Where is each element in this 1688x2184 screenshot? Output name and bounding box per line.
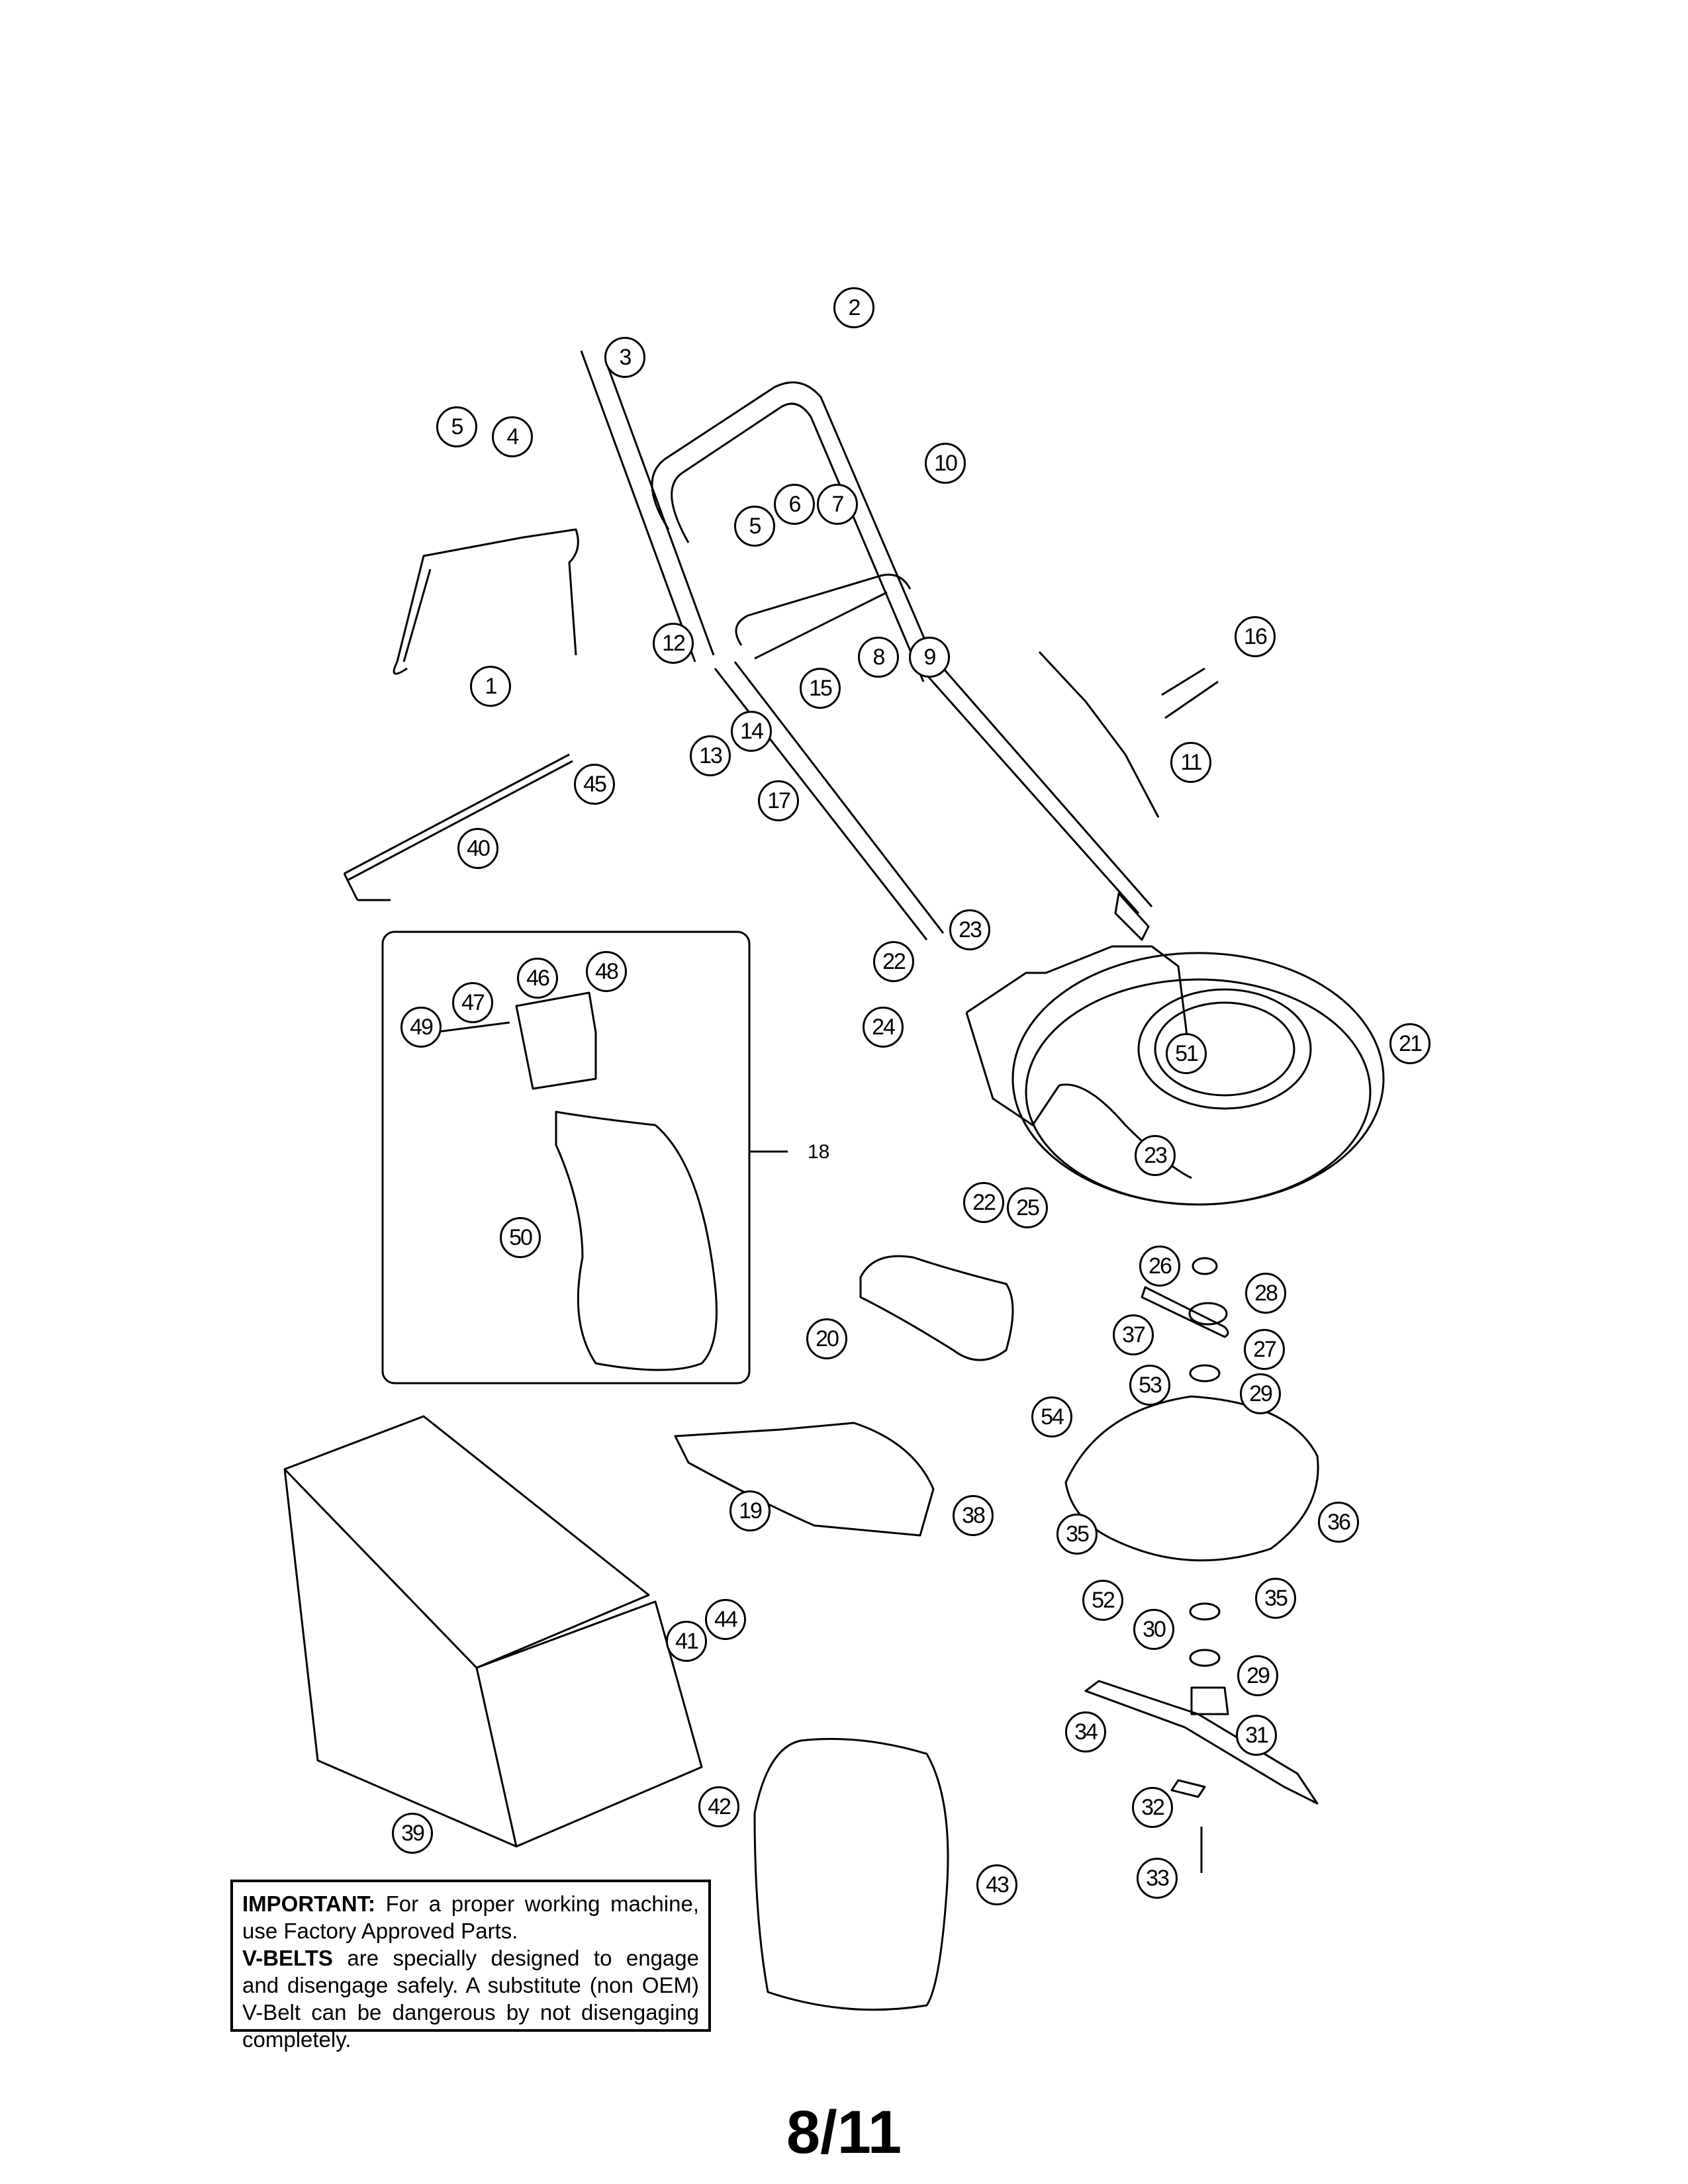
part-callout-29: 29 <box>1237 1655 1278 1696</box>
part-callout-48: 48 <box>586 951 627 992</box>
mulch-plug <box>859 1255 1014 1361</box>
part-callout-53: 53 <box>1129 1365 1170 1406</box>
deck <box>965 945 1385 1206</box>
inset-frame <box>381 931 751 1385</box>
important-notice: IMPORTANT: For a proper working machine,… <box>230 1880 711 2052</box>
part-callout-46: 46 <box>517 958 558 999</box>
page-number: 8/11 <box>786 2099 902 2166</box>
part-callout-40: 40 <box>457 828 498 869</box>
rear-bagger-adapter <box>753 1738 949 2011</box>
part-callout-54: 54 <box>1031 1396 1072 1437</box>
vbelts-text: are specially designed to engage and dis… <box>242 1946 699 2052</box>
part-callout-38: 38 <box>953 1495 994 1536</box>
part-callout-19: 19 <box>729 1490 771 1531</box>
part-callout-39: 39 <box>392 1813 433 1854</box>
part-callout-27: 27 <box>1244 1329 1285 1370</box>
part-callout-4: 4 <box>492 416 533 457</box>
part-callout-47: 47 <box>452 982 493 1023</box>
part-callout-22: 22 <box>963 1182 1004 1223</box>
part-callout-13: 13 <box>690 735 731 776</box>
discharge-chute <box>555 1111 718 1371</box>
part-callout-15: 15 <box>800 668 841 709</box>
control-bail <box>393 528 579 675</box>
part-callout-25: 25 <box>1007 1187 1048 1228</box>
part-callout-16: 16 <box>1235 616 1276 657</box>
vbelts-label: V-BELTS <box>242 1946 333 1970</box>
part-callout-29: 29 <box>1240 1373 1281 1414</box>
zone-cable <box>1038 651 1219 818</box>
part-callout-30: 30 <box>1133 1609 1174 1650</box>
part-callout-14: 14 <box>731 711 772 752</box>
part-callout-45: 45 <box>574 764 615 805</box>
part-callout-42: 42 <box>698 1786 739 1827</box>
part-callout-23: 23 <box>949 909 990 950</box>
part-callout-6: 6 <box>774 484 815 525</box>
shift-rod <box>343 753 573 901</box>
important-label: IMPORTANT: <box>242 1891 376 1916</box>
blade-assembly <box>1064 1257 1319 1873</box>
part-callout-11: 11 <box>1170 742 1211 783</box>
part-callout-21: 21 <box>1389 1023 1430 1064</box>
part-callout-8: 8 <box>858 637 899 678</box>
important-text: For a proper working machine, use Factor… <box>242 1891 699 1943</box>
part-callout-20: 20 <box>806 1318 847 1359</box>
part-callout-35: 35 <box>1255 1578 1296 1619</box>
part-callout-2: 2 <box>833 287 874 328</box>
grass-bag <box>283 1415 703 1848</box>
part-callout-17: 17 <box>758 780 799 821</box>
part-callout-31: 31 <box>1236 1715 1277 1756</box>
part-callout-22: 22 <box>873 941 914 982</box>
part-callout-35: 35 <box>1056 1514 1098 1555</box>
part-callout-5: 5 <box>734 506 775 547</box>
part-callout-34: 34 <box>1065 1711 1106 1752</box>
part-callout-26: 26 <box>1139 1246 1180 1287</box>
part-callout-7: 7 <box>817 484 858 525</box>
part-callout-28: 28 <box>1245 1273 1286 1314</box>
part-callout-44: 44 <box>705 1599 746 1640</box>
part-callout-9: 9 <box>909 637 950 678</box>
part-callout-23: 23 <box>1135 1135 1176 1176</box>
part-callout-12: 12 <box>653 623 694 664</box>
part-callout-51: 51 <box>1166 1033 1207 1074</box>
part-callout-36: 36 <box>1318 1502 1359 1543</box>
upper-handle <box>580 350 941 682</box>
part-callout-1: 1 <box>470 666 511 707</box>
assembly-reference-18: 18 <box>808 1141 830 1163</box>
part-callout-10: 10 <box>925 443 966 484</box>
part-callout-41: 41 <box>666 1621 707 1662</box>
discharge-door <box>515 991 597 1090</box>
part-callout-37: 37 <box>1113 1314 1154 1355</box>
part-callout-33: 33 <box>1137 1858 1178 1899</box>
part-callout-32: 32 <box>1132 1787 1173 1828</box>
part-callout-52: 52 <box>1082 1580 1123 1621</box>
part-callout-5: 5 <box>436 406 477 447</box>
part-callout-50: 50 <box>500 1217 541 1258</box>
part-callout-49: 49 <box>400 1007 442 1048</box>
part-callout-24: 24 <box>863 1007 904 1048</box>
part-callout-3: 3 <box>604 337 645 378</box>
side-discharge-chute <box>674 1422 935 1537</box>
part-callout-43: 43 <box>976 1864 1017 1905</box>
